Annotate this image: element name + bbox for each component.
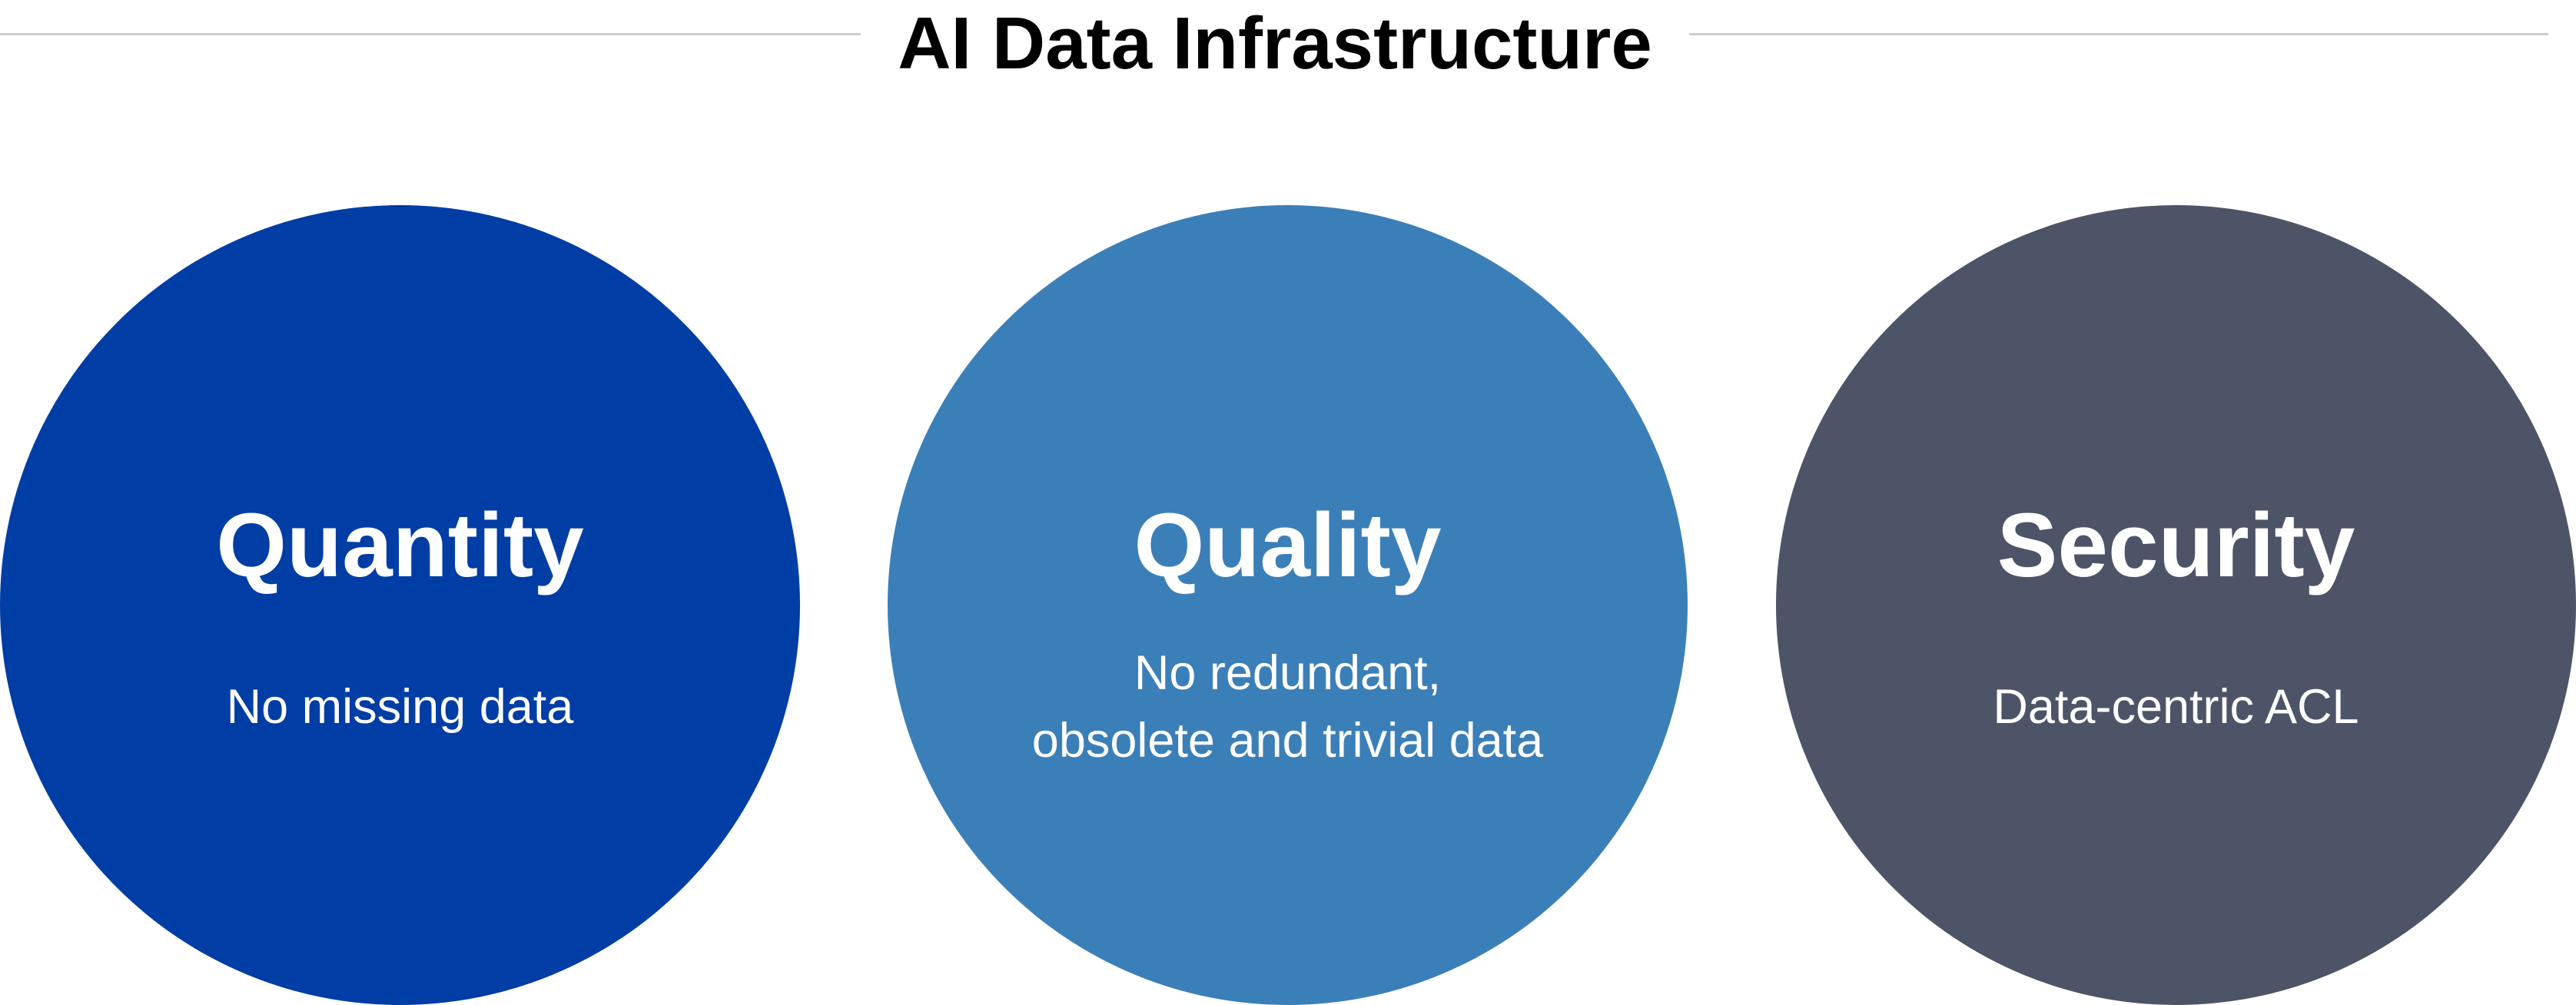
pillar-heading: Quantity [216,495,584,596]
title-rule-left [0,33,861,35]
pillar-description-line: No redundant, [1134,646,1442,700]
pillar-quality: Quality No redundant, obsolete and trivi… [888,205,1688,1005]
pillar-description: No missing data [0,638,800,776]
pillar-heading: Security [1997,495,2355,596]
pillar-description-line: Data-centric ACL [1993,680,2359,734]
pillar-security: Security Data-centric ACL [1776,205,2576,1005]
pillar-heading: Quality [1134,495,1442,596]
diagram-title: AI Data Infrastructure [898,2,1652,85]
pillar-description-line: obsolete and trivial data [1031,714,1544,768]
pillar-description-line: No missing data [226,680,574,734]
pillar-description: Data-centric ACL [1776,638,2576,776]
pillar-description: No redundant, obsolete and trivial data [888,638,1688,776]
title-rule-right [1689,33,2548,35]
pillar-quantity: Quantity No missing data [0,205,800,1005]
